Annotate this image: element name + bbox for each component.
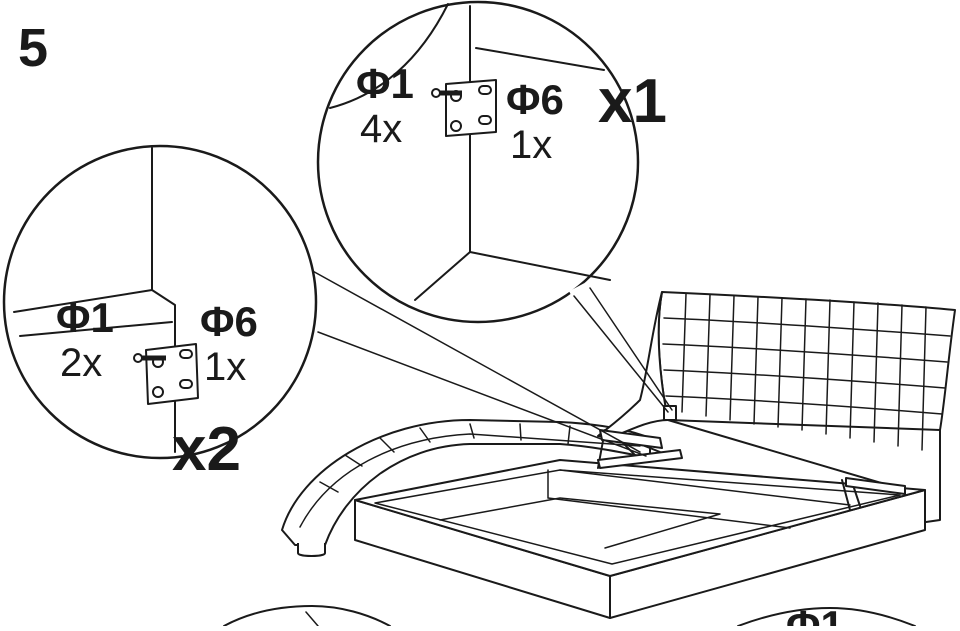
bolt-and-hinge-bracket-icon — [133, 343, 199, 405]
headboard-bracket — [663, 405, 677, 421]
callout-left-part-a-qty: 2x — [60, 341, 102, 385]
bed-foot — [297, 543, 326, 557]
callout-top-part-a-qty: 4x — [360, 107, 402, 151]
callout-left-repeat: x2 — [172, 415, 241, 484]
bed-illustration — [281, 291, 956, 619]
callout-leaders — [299, 263, 673, 457]
lift-mechanism-right — [841, 477, 906, 511]
callout-bottom-left-partial — [223, 605, 391, 627]
callout-top-repeat: x1 — [598, 67, 667, 136]
bed-frame-top — [354, 459, 926, 577]
callout-left-part-a-code: Φ1 — [56, 294, 114, 341]
callout-top-part-b-code: Φ6 — [506, 76, 564, 123]
callout-top: Φ1 4x Φ6 1x — [316, 0, 640, 324]
headboard-side — [597, 291, 669, 439]
callout-top-part-a-code: Φ1 — [356, 60, 414, 107]
callout-left-part-b-code: Φ6 — [200, 298, 258, 345]
callout-left: Φ1 2x Φ6 1x — [2, 144, 318, 460]
bolt-and-hinge-bracket-icon — [431, 79, 497, 137]
step-number: 5 — [18, 18, 48, 78]
callout-bottom-right-code: Φ1 — [786, 602, 844, 626]
headboard-tufting — [662, 293, 951, 451]
lift-mechanism-left — [597, 429, 683, 469]
callout-top-part-b-qty: 1x — [510, 123, 552, 167]
callout-left-part-b-qty: 1x — [204, 345, 246, 389]
callout-bottom-right-partial: Φ1 — [737, 602, 916, 631]
